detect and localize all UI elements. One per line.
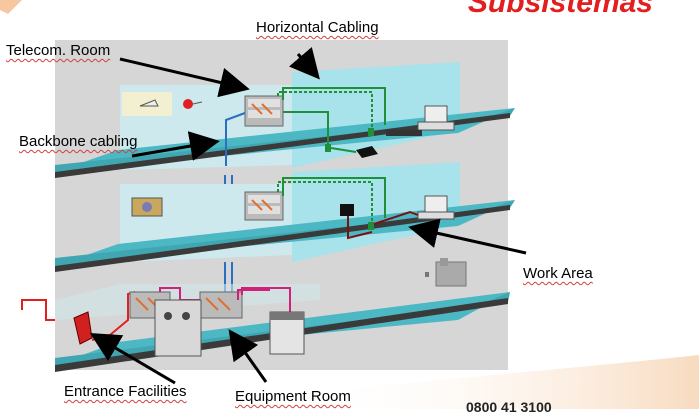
telephone-icon <box>356 146 378 158</box>
workstation-computer-icon <box>386 105 455 136</box>
label-entrance-facilities: Entrance Facilities <box>64 383 187 400</box>
arrow-entrance-facilities <box>89 332 176 385</box>
floor-middle-rack <box>244 191 284 221</box>
label-telecom-room: Telecom. Room <box>6 42 111 59</box>
arrow-backbone-cabling <box>131 131 220 161</box>
equipment-room-rack-2 <box>199 291 243 319</box>
telecom-room-rack <box>244 95 284 127</box>
floor-middle <box>55 162 515 272</box>
arrow-horizontal-cabling <box>288 47 320 80</box>
alarm-bell-icon <box>183 99 193 109</box>
page-title: Subsistemas <box>467 0 653 19</box>
camera-icon <box>340 204 354 216</box>
arrow-work-area <box>408 218 527 255</box>
pbx-server-icon <box>154 299 202 357</box>
entrance-cable <box>21 299 55 321</box>
floor-top-slab-side <box>55 113 510 178</box>
workstation-computer-icon-2 <box>417 195 455 220</box>
horizontal-cable <box>282 87 386 125</box>
floor-top <box>55 62 515 178</box>
phone-number: 0800 41 3100 <box>466 399 552 415</box>
callout-arrows <box>89 47 527 385</box>
outlet-icon <box>325 144 331 152</box>
orange-corner-swoosh <box>0 0 22 14</box>
label-horizontal-cabling: Horizontal Cabling <box>256 19 379 36</box>
label-equipment-room: Equipment Room <box>235 388 351 405</box>
security-camera-icon <box>131 197 163 217</box>
label-work-area: Work Area <box>523 265 593 282</box>
bottom-swoosh <box>300 355 699 409</box>
backbone-cable-upper <box>225 112 246 166</box>
building-icon <box>425 258 467 287</box>
arrow-equipment-room <box>228 329 268 383</box>
label-backbone-cabling: Backbone cabling <box>19 133 138 150</box>
arrow-telecom-room <box>119 57 250 98</box>
lamp-icon <box>139 99 159 107</box>
floor-ground <box>21 258 510 372</box>
server-tower-icon <box>269 311 305 355</box>
